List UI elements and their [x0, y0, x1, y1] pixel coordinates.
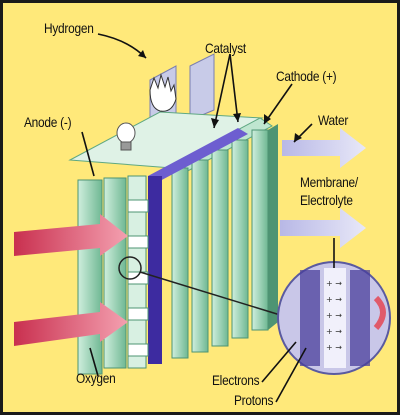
label-hydrogen: Hydrogen [44, 20, 94, 36]
svg-text:+ →: + → [326, 343, 342, 352]
label-catalyst: Catalyst [205, 40, 246, 56]
label-cathode: Cathode (+) [276, 68, 336, 84]
svg-text:+ →: + → [326, 311, 342, 320]
label-protons: Protons [234, 392, 273, 408]
label-anode: Anode (-) [24, 114, 71, 130]
label-electrons: Electrons [212, 372, 259, 388]
label-membrane-line1: Membrane/ [300, 174, 358, 190]
svg-text:+ →: + → [326, 295, 342, 304]
label-membrane-line2: Electrolyte [300, 192, 353, 208]
label-oxygen: Oxygen [76, 370, 115, 386]
label-water: Water [318, 112, 348, 128]
svg-text:+ →: + → [326, 279, 342, 288]
svg-text:+ →: + → [326, 327, 342, 336]
